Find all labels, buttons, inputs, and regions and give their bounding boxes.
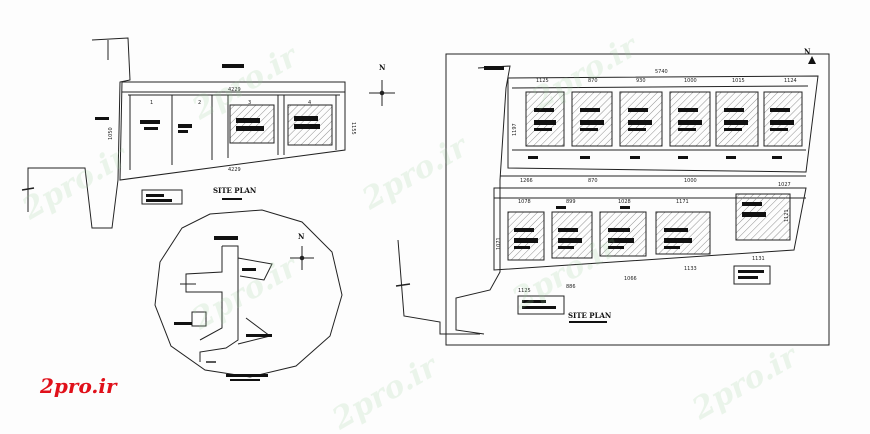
left-plot-number-2: 2 — [198, 100, 201, 106]
left-dim-side-right: 1155 — [350, 122, 356, 135]
left-plot-numbers: 1 2 3 4 4229 4229 1050 1155 — [108, 87, 356, 173]
upper-unit-3 — [619, 91, 663, 147]
right-dim-low-1: 1078 — [518, 199, 531, 205]
right-dim-low-4: 1171 — [676, 199, 689, 205]
left-plot-number-1: 1 — [150, 100, 153, 106]
right-dim-bottom-4: 1133 — [684, 266, 697, 272]
left-plot-number-4: 4 — [308, 100, 311, 106]
upper-unit-6 — [763, 91, 803, 147]
right-dim-mid-1: 1266 — [520, 178, 533, 184]
left-north-label: N — [379, 63, 386, 72]
right-dim-corner: 1131 — [752, 256, 765, 262]
right-site-plan — [395, 53, 830, 346]
upper-unit-1 — [525, 91, 565, 147]
left-plot-3-hatch — [229, 104, 275, 144]
lower-unit-1 — [507, 211, 545, 261]
left-north-arrow — [369, 80, 395, 106]
right-frame — [445, 53, 830, 346]
right-dim-top-2: 870 — [588, 78, 598, 84]
right-dim-right-lower: 1121 — [784, 209, 790, 222]
right-dim-top-6: 1124 — [784, 78, 797, 84]
right-dimensions: 5740 1125 870 930 1000 1015 1124 1197 12… — [496, 69, 797, 294]
key-north-label: N — [298, 232, 305, 241]
right-dim-mid-3: 1000 — [684, 178, 697, 184]
right-dim-bottom-2: 886 — [566, 284, 576, 290]
right-dim-bottom-3: 1066 — [624, 276, 637, 282]
right-dim-top-5: 1015 — [732, 78, 745, 84]
left-dim-top: 4229 — [228, 87, 241, 93]
right-lower-units — [507, 193, 791, 261]
right-legend-box — [517, 295, 565, 315]
left-dim-bottom: 4229 — [228, 167, 241, 173]
right-dim-mid-2: 870 — [588, 178, 598, 184]
right-dim-left-side: 1197 — [512, 123, 518, 136]
left-dim-side-left: 1050 — [108, 127, 114, 140]
right-dim-bottom-1: 1125 — [518, 288, 531, 294]
key-north-arrow — [290, 246, 314, 270]
left-plan-title: SITE PLAN — [213, 186, 257, 195]
right-upper-block — [507, 75, 819, 173]
right-dim-left-lower: 1071 — [496, 237, 502, 250]
right-north-arrow — [808, 56, 816, 64]
watermark-8: 2pro.ir — [326, 348, 446, 434]
logo-2pro: 2pro.ir — [39, 374, 118, 398]
key-plan-boundary — [154, 209, 343, 378]
watermark-7: 2pro.ir — [686, 338, 806, 427]
left-site-plan — [21, 37, 346, 229]
left-legend-box — [141, 189, 183, 205]
right-dim-low-3: 1028 — [618, 199, 631, 205]
right-upper-units — [525, 91, 803, 159]
right-lower-block — [493, 187, 807, 271]
watermark-5: 2pro.ir — [186, 248, 306, 337]
right-legend-box-2 — [733, 265, 771, 285]
right-dim-top-1: 1125 — [536, 78, 549, 84]
upper-unit-4 — [669, 91, 711, 147]
right-dim-top-overall: 5740 — [655, 69, 668, 75]
left-plot-number-3: 3 — [248, 100, 251, 106]
right-plan-title: SITE PLAN — [568, 311, 612, 320]
watermark-3: 2pro.ir — [356, 128, 476, 217]
left-site-boundary — [119, 81, 346, 181]
right-dim-low-2: 899 — [566, 199, 576, 205]
right-north-label: N — [804, 47, 811, 56]
right-dim-top-4: 1000 — [684, 78, 697, 84]
lower-unit-2 — [551, 211, 593, 259]
key-plan — [154, 209, 343, 381]
right-dim-top-3: 930 — [636, 78, 646, 84]
right-dim-mid-4: 1027 — [778, 182, 791, 188]
upper-unit-5 — [715, 91, 759, 147]
upper-unit-2 — [571, 91, 613, 147]
